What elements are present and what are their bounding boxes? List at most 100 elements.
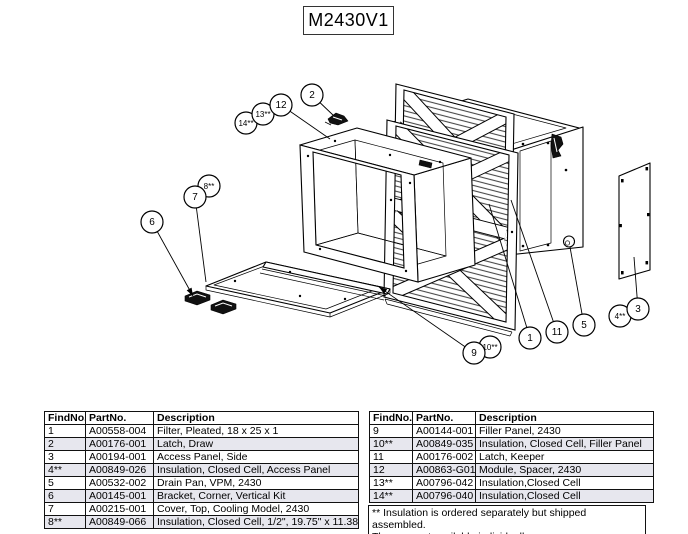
column-header: FindNo. — [369, 411, 413, 425]
table-cell: Insulation, Closed Cell, Filler Panel — [475, 437, 654, 451]
table-cell: Filter, Pleated, 18 x 25 x 1 — [153, 424, 359, 438]
balloon-label: 9 — [471, 348, 477, 359]
leader-line — [488, 203, 531, 339]
balloon-label: 14** — [238, 119, 253, 128]
table-cell: Access Panel, Side — [153, 450, 359, 464]
bottom-panel-stack — [205, 261, 391, 318]
column-header: Description — [475, 411, 654, 425]
table-cell: 1 — [44, 424, 86, 438]
drawing-title-box: M2430V1 — [303, 6, 394, 35]
table-cell: 9 — [369, 424, 413, 438]
module-keeper-icon — [418, 159, 433, 169]
table-cell: A00849-066 — [85, 515, 154, 529]
table-cell: A00558-004 — [85, 424, 154, 438]
column-header: PartNo. — [85, 411, 154, 425]
table-cell: Cover, Top, Cooling Model, 2430 — [153, 502, 359, 516]
table-cell: A00796-042 — [412, 476, 476, 490]
table-cell: Filler Panel, 2430 — [475, 424, 654, 438]
table-cell: A00796-040 — [412, 489, 476, 503]
balloon-label: 2 — [309, 90, 315, 101]
table-cell: A00176-001 — [85, 437, 154, 451]
leader-arrowhead — [186, 287, 193, 296]
table-cell: 11 — [369, 450, 413, 464]
table-cell: Insulation,Closed Cell — [475, 489, 654, 503]
draw-latch-mounted-icon — [550, 133, 564, 159]
balloon-12 — [269, 93, 293, 117]
balloon-1 — [518, 326, 542, 350]
table-cell: Latch, Keeper — [475, 450, 654, 464]
table-cell: A00215-001 — [85, 502, 154, 516]
table-cell: 4** — [44, 463, 86, 477]
table-cell: 12 — [369, 463, 413, 477]
balloon-2 — [300, 83, 324, 107]
balloon-9 — [462, 341, 486, 365]
table-cell: 2 — [44, 437, 86, 451]
drain-fitting-icon — [562, 235, 576, 248]
balloon-6 — [140, 210, 164, 234]
spacer-module — [299, 127, 476, 283]
table-cell: 10** — [369, 437, 413, 451]
corner-bracket-icon — [210, 299, 237, 315]
leader-line — [151, 221, 194, 297]
table-cell: A00194-001 — [85, 450, 154, 464]
note-line-2: They are not available individually. — [372, 531, 642, 534]
table-cell: 8** — [44, 515, 86, 529]
table-cell: Drain Pan, VPM, 2430 — [153, 476, 359, 490]
balloon-label: 11 — [552, 327, 563, 338]
table-cell: A00176-002 — [412, 450, 476, 464]
table-cell: 7 — [44, 502, 86, 516]
balloon-label: 10** — [482, 343, 497, 352]
table-cell: 14** — [369, 489, 413, 503]
balloon-label: 8** — [204, 182, 215, 191]
table-cell: A00145-001 — [85, 489, 154, 503]
balloon-label: 4** — [615, 312, 626, 321]
column-header: PartNo. — [412, 411, 476, 425]
balloon-label: 5 — [581, 320, 587, 331]
table-cell: A00863-G01 — [412, 463, 476, 477]
balloon-3 — [626, 297, 650, 321]
balloon-label: 6 — [149, 217, 155, 228]
leader-line — [510, 199, 558, 333]
balloon-7 — [183, 185, 207, 209]
balloon-label: 12 — [275, 100, 287, 111]
table-cell: 6 — [44, 489, 86, 503]
table-cell: 3 — [44, 450, 86, 464]
table-header-row: FindNo.PartNo.Description — [369, 411, 654, 425]
balloon-11 — [545, 320, 569, 344]
table-cell: A00849-035 — [412, 437, 476, 451]
table-header-row: FindNo.PartNo.Description — [44, 411, 359, 425]
table-cell: Bracket, Corner, Vertical Kit — [153, 489, 359, 503]
leader-line — [194, 196, 207, 283]
drawing-title: M2430V1 — [308, 10, 389, 30]
draw-latch-loose-icon — [324, 112, 349, 126]
balloon-label: 1 — [527, 333, 533, 344]
leader-line — [378, 286, 475, 354]
note-line-1: ** Insulation is ordered separately but … — [372, 507, 587, 531]
table-cell: A00849-026 — [85, 463, 154, 477]
corner-bracket-icon — [184, 290, 211, 306]
balloon-label: 7 — [192, 192, 198, 203]
column-header: FindNo. — [44, 411, 86, 425]
table-cell: Insulation, Closed Cell, 1/2", 19.75" x … — [153, 515, 359, 529]
table-cell: Insulation,Closed Cell — [475, 476, 654, 490]
column-header: Description — [153, 411, 359, 425]
balloon-label: 3 — [635, 304, 641, 315]
insulation-note: ** Insulation is ordered separately but … — [368, 505, 646, 534]
leader-line — [569, 246, 585, 326]
